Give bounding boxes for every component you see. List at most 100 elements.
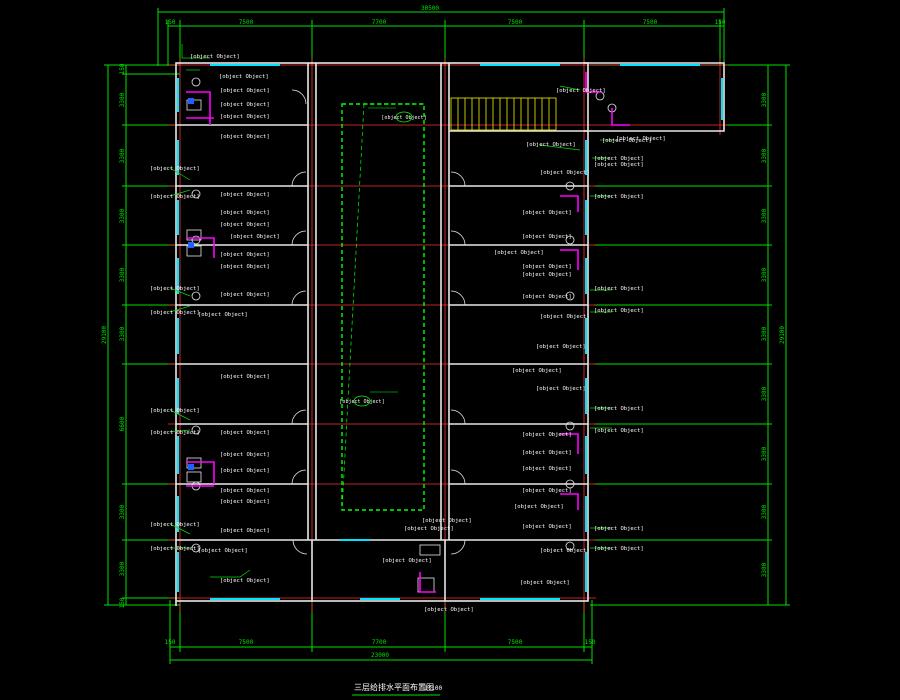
dim-right-overall: 29100 (779, 326, 786, 344)
dim-right-seg-6: 3300 (761, 446, 768, 461)
dim-right-seg-8: 3300 (761, 562, 768, 577)
label-wl-1: [object Object] (190, 54, 240, 60)
label-wl-10-top: [object Object] (556, 88, 606, 94)
label-wl-3: [object Object] (150, 194, 200, 200)
label-de110-r2: [object Object] (540, 314, 590, 320)
water-pipes (186, 72, 630, 593)
label-fl-11-top: [object Object] (594, 156, 644, 162)
label-wl-17: [object Object] (594, 194, 644, 200)
label-fl-2: [object Object] (220, 134, 270, 140)
dim-left-seg-2: 3300 (119, 148, 126, 163)
label-fl-15a: [object Object] (522, 294, 572, 300)
label-fl-18: [object Object] (424, 607, 474, 613)
dim-bottom-seg-2: 7700 (372, 639, 387, 646)
dim-bottom-seg-4: 150 (585, 639, 596, 646)
dim-bottom-overall: 23000 (371, 652, 389, 659)
drawing-title: 三层给排水平面布置图 (354, 682, 434, 692)
left-leaders (169, 44, 251, 578)
label-fl-16: [object Object] (522, 264, 572, 270)
yb-label-top: [object Object] (381, 115, 426, 121)
dim-left-seg-0: 150 (119, 63, 126, 74)
courtyard-drain (341, 103, 425, 511)
dim-right-seg-2: 3300 (761, 208, 768, 223)
stair (450, 97, 557, 131)
dim-top-seg-1: 7500 (239, 19, 254, 26)
dim-top-seg-2: 7700 (372, 19, 387, 26)
dim-right-seg-3: 3300 (761, 267, 768, 282)
label-de75-r1: [object Object] (494, 250, 544, 256)
building-walls (175, 62, 725, 606)
label-fl-14: [object Object] (536, 386, 586, 392)
label-jl-2: [object Object] (220, 210, 270, 216)
label-wl-15: [object Object] (594, 308, 644, 314)
dim-top-seg-5: 150 (715, 19, 726, 26)
dim-bottom-seg-1: 7500 (239, 639, 254, 646)
label-wl-11-bottom: [object Object] (594, 546, 644, 552)
dim-bottom-seg-3: 7500 (508, 639, 523, 646)
label-de110-r1: [object Object] (540, 170, 590, 176)
dim-bottom-seg-0: 150 (165, 639, 176, 646)
dim-right-seg-0: 3300 (761, 92, 768, 107)
label-fl-8: [object Object] (220, 488, 270, 494)
roof-drain-yb-bottom: [object Object] (339, 391, 398, 407)
label-fl-4: [object Object] (220, 252, 270, 258)
label-de75-2: [object Object] (230, 234, 280, 240)
dim-left-seg-5: 3300 (119, 326, 126, 341)
label-rjl-2: [object Object] (220, 222, 270, 228)
dim-top-seg-4: 7500 (643, 19, 658, 26)
label-fl-10-top: [object Object] (526, 142, 576, 148)
label-wl-11-top: [object Object] (594, 162, 644, 168)
label-de110-2: [object Object] (198, 548, 248, 554)
label-fl-6: [object Object] (220, 374, 270, 380)
label-wl-19: [object Object] (602, 138, 652, 144)
label-de110-r3: [object Object] (540, 548, 590, 554)
label-fl-12b: [object Object] (522, 524, 572, 530)
label-rjl-6: [object Object] (382, 558, 432, 564)
windows (177, 64, 723, 600)
label-de75-r2: [object Object] (512, 368, 562, 374)
dim-left-seg-3: 3300 (119, 208, 126, 223)
label-rjl-1: [object Object] (220, 88, 270, 94)
dim-left-seg-7: 3300 (119, 504, 126, 519)
label-fl-12a: [object Object] (522, 488, 572, 494)
label-de110-1: [object Object] (198, 312, 248, 318)
label-fl-5: [object Object] (220, 292, 270, 298)
door-swings (291, 89, 466, 555)
drawing-scale: 1:100 (424, 685, 442, 692)
dim-right-seg-4: 3300 (761, 326, 768, 341)
label-fl-13: [object Object] (522, 466, 572, 472)
label-wl-13: [object Object] (594, 428, 644, 434)
label-wl-16: [object Object] (594, 286, 644, 292)
title-block: 三层给排水平面布置图 1:100 (352, 682, 442, 696)
dim-left-seg-6: 6600 (119, 416, 126, 431)
right-leaders (539, 85, 616, 549)
dim-top-seg-0: 150 (165, 19, 176, 26)
dim-left-seg-1: 3300 (119, 92, 126, 107)
label-rjl-10: [object Object] (522, 210, 572, 216)
label-fl-7: [object Object] (220, 468, 270, 474)
label-wl-7: [object Object] (150, 430, 200, 436)
label-fl-17: [object Object] (522, 234, 572, 240)
label-wl-5: [object Object] (150, 310, 200, 316)
label-wl-9: [object Object] (150, 546, 200, 552)
label-wl-10-bottom: [object Object] (422, 518, 472, 524)
dim-left-seg-9: 150 (119, 597, 126, 608)
label-wl-4: [object Object] (150, 286, 200, 292)
roof-drain-yb-top: [object Object] (368, 107, 427, 123)
dim-left-overall: 29100 (101, 326, 108, 344)
label-fl-15b: [object Object] (536, 344, 586, 350)
label-jl-19: [object Object] (616, 136, 666, 142)
label-jl-1: [object Object] (219, 74, 269, 80)
label-rjl-9: [object Object] (522, 272, 572, 278)
top-dimension-chain (157, 8, 725, 66)
yb-label-bottom: [object Object] (339, 399, 384, 405)
label-de75-1: [object Object] (220, 114, 270, 120)
label-rjl-3: [object Object] (220, 264, 270, 270)
dim-right-seg-5: 3300 (761, 386, 768, 401)
label-jl-26: [object Object] (522, 432, 572, 438)
label-wl-6: [object Object] (150, 408, 200, 414)
label-rjl-8: [object Object] (522, 450, 572, 456)
label-wl-14: [object Object] (594, 406, 644, 412)
dim-left-seg-8: 3300 (119, 561, 126, 576)
